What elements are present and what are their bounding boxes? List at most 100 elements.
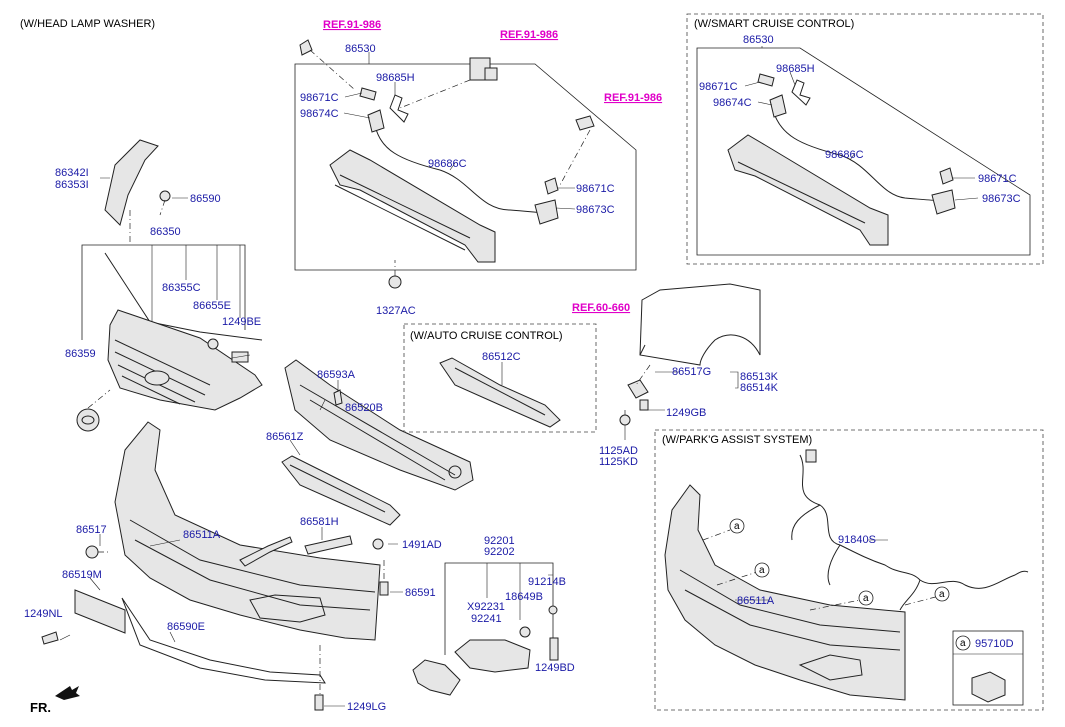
garnish-86342I xyxy=(104,139,159,226)
label-98674C-main: 98674C xyxy=(300,108,339,120)
svg-text:a: a xyxy=(734,521,740,532)
label-1249NL: 1249NL xyxy=(24,608,63,620)
label-98674C-scc: 98674C xyxy=(713,97,752,109)
label-1327AC: 1327AC xyxy=(376,305,416,317)
fog-lamp-92201 xyxy=(454,639,531,673)
ref-91-986-a[interactable]: REF.91-986 xyxy=(323,19,381,31)
side-bracket-86513K xyxy=(627,379,649,399)
ultrasonic-sensor-95710D xyxy=(971,671,1006,703)
label-91214B: 91214B xyxy=(528,576,566,588)
ref-91-986-b[interactable]: REF.91-986 xyxy=(500,29,558,41)
front-fender xyxy=(639,283,761,366)
emblem-86359 xyxy=(76,408,100,432)
label-86591: 86591 xyxy=(405,587,436,599)
connector-98671C-top xyxy=(359,87,377,101)
label-86593A: 86593A xyxy=(317,369,356,381)
label-1249LG: 1249LG xyxy=(347,701,386,713)
absorber-group xyxy=(281,359,474,526)
callout-a-4: a xyxy=(934,586,950,602)
callout-a-2: a xyxy=(754,562,770,578)
bracket-98674C-scc xyxy=(769,94,787,118)
label-86581H: 86581H xyxy=(300,516,339,528)
label-86511A: 86511A xyxy=(183,529,221,541)
license-plate-bracket-86519M xyxy=(74,589,126,634)
clip-86655E xyxy=(207,338,219,350)
label-86590E: 86590E xyxy=(167,621,205,633)
label-98671C-main-right: 98671C xyxy=(576,183,615,195)
front-arrow-icon xyxy=(55,686,80,700)
clip-98685H xyxy=(389,94,409,123)
grille-molding-top xyxy=(104,252,263,341)
front-direction-marker: FR. xyxy=(30,686,80,715)
energy-absorber-86520B xyxy=(284,359,474,491)
lower-skirt-86590E xyxy=(121,597,326,684)
grille-emblem xyxy=(144,370,170,386)
label-86561Z: 86561Z xyxy=(266,431,304,443)
wiring-harness-91840S xyxy=(799,454,1029,589)
screw-1249LG xyxy=(314,694,324,711)
bolt-1249NL xyxy=(41,631,59,645)
label-86511A-pas: 86511A xyxy=(737,595,775,607)
parking-assist-group xyxy=(654,429,1044,711)
label-98685H-scc: 98685H xyxy=(776,63,815,75)
label-98686C-scc: 98686C xyxy=(825,149,864,161)
label-92201: 92201 xyxy=(484,535,515,547)
radiator-grille-86350 xyxy=(107,309,263,411)
label-98671C-main-top: 98671C xyxy=(300,92,339,104)
bumper-cover-group xyxy=(41,421,403,711)
ref-91-986-c[interactable]: REF.91-986 xyxy=(604,92,662,104)
grille-group xyxy=(76,139,263,432)
fog-lamp-group xyxy=(412,562,559,696)
nut-1327AC xyxy=(388,275,402,289)
label-1125AD: 1125AD xyxy=(599,445,638,457)
label-18649B: 18649B xyxy=(505,591,543,603)
bumper-beam-scc xyxy=(727,134,889,246)
ref-60-660[interactable]: REF.60-660 xyxy=(572,302,630,314)
label-86353I: 86353I xyxy=(55,179,89,191)
reinforcement-assembly-box xyxy=(294,63,637,271)
bolt-1249BD xyxy=(549,637,559,661)
svg-text:a: a xyxy=(759,565,765,576)
label-1491AD: 1491AD xyxy=(402,539,442,551)
svg-text:a: a xyxy=(863,593,869,604)
label-86517: 86517 xyxy=(76,524,107,536)
reinforcement-assembly-group xyxy=(294,39,637,289)
bracket-86581H xyxy=(304,535,353,555)
washer-hose-scc xyxy=(772,109,951,201)
callout-a-1: a xyxy=(729,518,745,534)
bracket-98674C xyxy=(367,109,385,133)
socket-91214B xyxy=(548,605,558,615)
washer-nozzle-right xyxy=(575,115,595,131)
bracket-86512C xyxy=(439,357,561,428)
auto-cruise-box xyxy=(403,323,597,433)
clip-98685H-scc xyxy=(791,79,811,106)
cover-86517 xyxy=(85,545,99,559)
garnish-86581H xyxy=(239,536,293,567)
header-auto-cruise: (W/AUTO CRUISE CONTROL) xyxy=(410,330,563,342)
label-86530-main: 86530 xyxy=(345,43,376,55)
bumper-cover-86511A xyxy=(114,421,381,641)
svg-text:a: a xyxy=(960,638,966,649)
fog-lamp-bezel xyxy=(412,659,461,696)
label-86513K: 86513K xyxy=(740,371,779,383)
label-92241: 92241 xyxy=(471,613,502,625)
screw-86591 xyxy=(379,581,389,596)
connector-98671C-scc-top xyxy=(757,73,775,87)
label-92202: 92202 xyxy=(484,546,515,558)
smart-cruise-group xyxy=(686,13,1044,265)
bulb-18649B xyxy=(519,626,531,638)
connector-98671C-scc-right xyxy=(939,167,954,185)
label-1249BE: 1249BE xyxy=(222,316,261,328)
parking-assist-box xyxy=(654,429,1044,711)
label-86590: 86590 xyxy=(190,193,221,205)
label-86530-scc: 86530 xyxy=(743,34,774,46)
label-86342I: 86342I xyxy=(55,167,89,179)
connector-98671C-right xyxy=(544,177,559,195)
bolt-1249GB xyxy=(639,399,649,411)
sensor-legend-box xyxy=(952,630,1024,706)
label-98685H-main: 98685H xyxy=(376,72,415,84)
label-98686C-main: 98686C xyxy=(428,158,467,170)
label-86355C: 86355C xyxy=(162,282,201,294)
label-1249BD: 1249BD xyxy=(535,662,575,674)
